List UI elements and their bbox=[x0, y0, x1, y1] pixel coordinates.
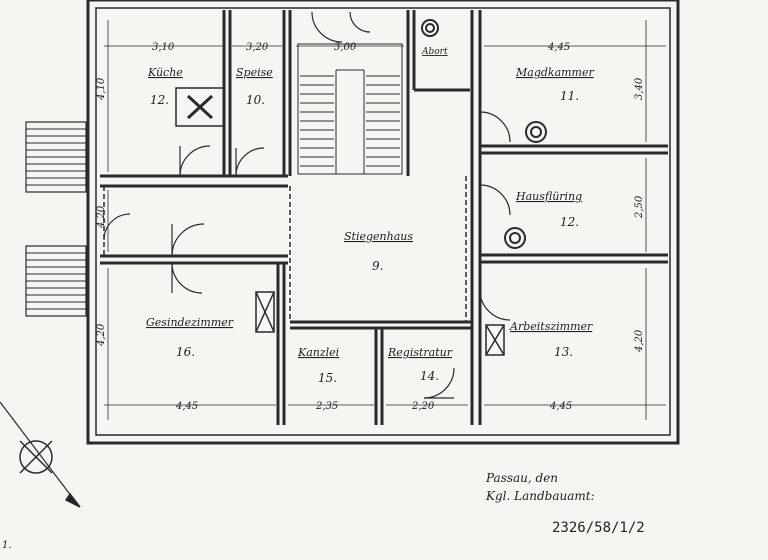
dim-kueche-width: 3,10 bbox=[152, 42, 175, 53]
kanzlei-label: Kanzlei bbox=[297, 346, 339, 359]
dim-gesinde-width: 4,45 bbox=[175, 401, 198, 412]
dim-registratur-width: 2,20 bbox=[411, 401, 435, 412]
dim-speise-width: 3,20 bbox=[246, 42, 269, 53]
dim-gesinde-height: 4,20 bbox=[96, 323, 107, 347]
stove-symbol bbox=[175, 87, 225, 127]
kueche-label: Küche bbox=[147, 66, 183, 79]
corner-mark: 1. bbox=[2, 540, 12, 551]
stiegenhaus-label: Stiegenhaus bbox=[344, 230, 413, 243]
gesindezimmer-number: 16. bbox=[176, 345, 195, 359]
dim-corridor-height: 4,20 bbox=[96, 205, 107, 229]
room-labels: Küche 12. Speise 10. Abort Magdkammer 11… bbox=[146, 47, 594, 385]
interior-walls bbox=[100, 10, 668, 425]
dim-arbeits-height: 4,20 bbox=[634, 329, 645, 353]
dim-stair-width: 3,00 bbox=[334, 42, 357, 53]
registratur-label: Registratur bbox=[387, 346, 453, 359]
magdkammer-number: 11. bbox=[560, 89, 579, 103]
hausflur-label: Hausflüring bbox=[515, 190, 582, 203]
speise-label: Speise bbox=[236, 66, 273, 79]
dim-kueche-height: 4,10 bbox=[96, 77, 107, 101]
door-swings bbox=[103, 11, 511, 399]
gesindezimmer-label: Gesindezimmer bbox=[146, 316, 234, 329]
stair-treads bbox=[300, 75, 400, 167]
dim-kanzlei-width: 2,35 bbox=[315, 401, 338, 412]
dim-hausflur-height: 2,50 bbox=[634, 195, 645, 219]
dimension-labels: 3,10 3,20 3,00 4,45 4,45 2,35 2,20 4,45 … bbox=[96, 42, 645, 412]
kueche-number: 12. bbox=[150, 93, 169, 107]
registratur-number: 14. bbox=[420, 369, 439, 383]
north-arrow-symbol bbox=[0, 401, 81, 508]
signature-line-2: Kgl. Landbauamt: bbox=[485, 489, 595, 503]
exterior-step-treads bbox=[26, 128, 86, 310]
hausflur-number: 12. bbox=[560, 215, 579, 229]
kanzlei-number: 15. bbox=[318, 371, 337, 385]
staircase bbox=[297, 43, 403, 175]
abort-label: Abort bbox=[421, 47, 448, 57]
arbeitszimmer-label: Arbeitszimmer bbox=[509, 320, 593, 333]
dim-arbeits-width: 4,45 bbox=[549, 401, 572, 412]
corridor-partitions bbox=[103, 176, 467, 322]
arbeitszimmer-number: 13. bbox=[554, 345, 573, 359]
dim-magd-height: 3,40 bbox=[634, 77, 645, 100]
outer-walls bbox=[86, 0, 680, 445]
room-stoves bbox=[255, 291, 505, 356]
sheet-number: 2326/58/1/2 bbox=[552, 520, 645, 536]
exterior-steps bbox=[25, 121, 87, 317]
signature-line-1: Passau, den bbox=[485, 471, 558, 485]
dimension-lines bbox=[104, 20, 666, 420]
round-stoves bbox=[421, 19, 547, 249]
magdkammer-label: Magdkammer bbox=[515, 66, 594, 79]
speise-number: 10. bbox=[246, 93, 265, 107]
stiegenhaus-number: 9. bbox=[372, 259, 383, 273]
dim-magd-width: 4,45 bbox=[547, 42, 570, 53]
